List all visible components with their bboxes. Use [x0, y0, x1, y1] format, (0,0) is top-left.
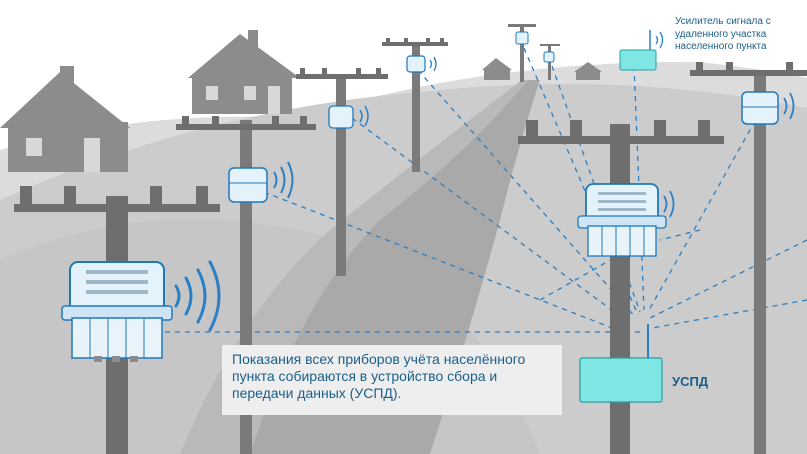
wireless-signal-icon [783, 92, 795, 120]
electricity-meter-icon [741, 91, 779, 125]
electricity-meter-icon [61, 261, 173, 362]
data-collection-device-icon [619, 30, 664, 71]
electricity-meter-icon [577, 183, 667, 257]
caption-box: Показания всех приборов учёта населённог… [222, 345, 562, 415]
wireless-signal-icon [174, 260, 221, 332]
electricity-meter-icon [228, 167, 268, 203]
electricity-meter-icon [328, 105, 354, 129]
wireless-signal-icon [273, 161, 294, 199]
house-icon [0, 66, 130, 172]
wireless-signal-icon [429, 56, 437, 72]
electricity-meter-icon [406, 55, 426, 73]
wireless-signal-icon [359, 105, 369, 127]
wireless-signal-icon [663, 190, 675, 218]
utility-pole-icon [382, 38, 448, 172]
house-icon [482, 58, 512, 80]
electricity-meter-icon [515, 31, 555, 63]
house-icon [188, 30, 300, 114]
data-collection-device-icon [579, 324, 663, 403]
house-icon [574, 62, 602, 80]
utility-pole-icon [296, 68, 388, 276]
utility-pole-icon [690, 62, 807, 454]
amplifier-label: Усилитель сигнала с удаленного участка н… [675, 16, 771, 52]
uspd-label: УСПД [672, 374, 709, 389]
